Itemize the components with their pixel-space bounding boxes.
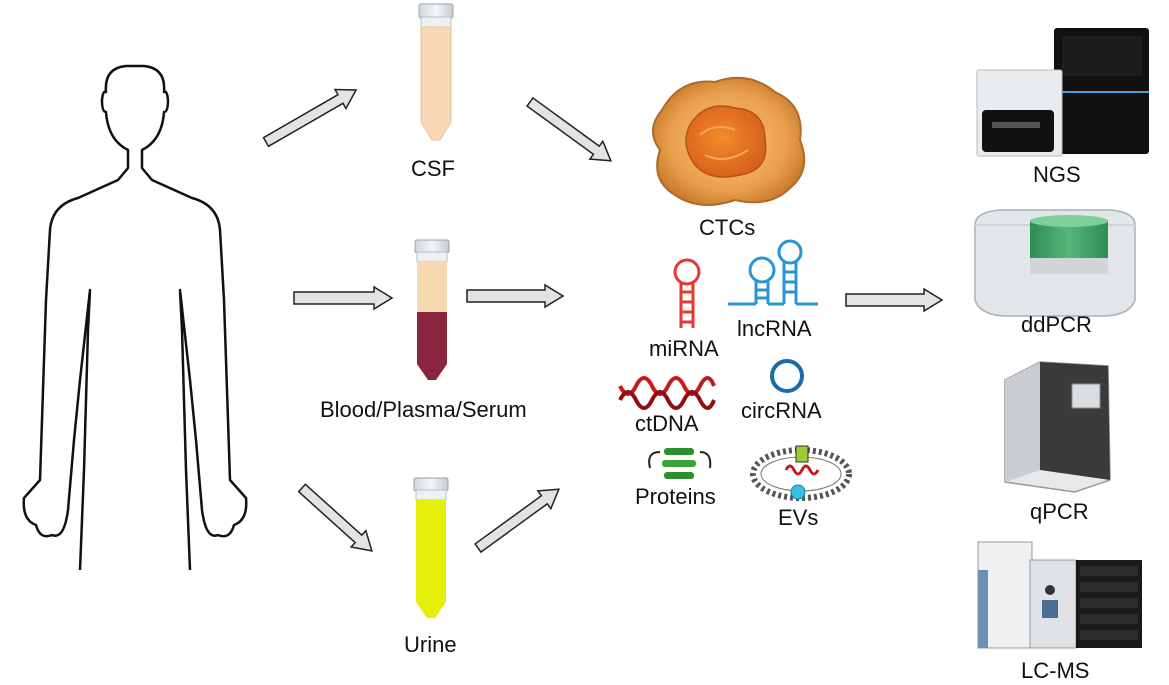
lncrna-label: lncRNA <box>737 316 812 341</box>
arrow-body-to-blood <box>293 285 394 311</box>
arrow-body-to-urine <box>297 483 373 552</box>
evs-label: EVs <box>778 505 819 530</box>
ddpcr-label: ddPCR <box>1021 312 1092 337</box>
ngs-label: NGS <box>1033 162 1081 187</box>
ddpcr-device-icon <box>974 209 1136 317</box>
lcms-label: LC-MS <box>1021 658 1090 683</box>
urine-tube-icon <box>413 477 449 618</box>
human-silhouette-icon <box>22 64 248 571</box>
csf-tube-icon <box>418 3 454 141</box>
arrow-biomarkers-to-methods <box>845 287 944 313</box>
blood-label: Blood/Plasma/Serum <box>320 397 527 422</box>
arrow-body-to-csf <box>262 88 358 148</box>
lcms-instrument-icon <box>977 541 1142 649</box>
arrow-blood-to-biomarkers <box>466 283 565 309</box>
qpcr-label: qPCR <box>1030 499 1089 524</box>
lncrna-icon <box>728 239 818 306</box>
ngs-sequencer-icon <box>976 28 1149 157</box>
ctc-cell-icon <box>652 76 806 206</box>
circrna-label: circRNA <box>741 398 822 423</box>
qpcr-instrument-icon <box>1004 361 1111 493</box>
mirna-label: miRNA <box>649 336 719 361</box>
circrna-icon <box>770 359 804 393</box>
ctdna-label: ctDNA <box>635 411 699 436</box>
urine-label: Urine <box>404 632 457 657</box>
arrow-urine-to-biomarkers <box>474 488 561 554</box>
csf-label: CSF <box>411 156 455 181</box>
proteins-label: Proteins <box>635 484 716 509</box>
protein-icon <box>648 448 712 479</box>
ev-vesicle-icon <box>750 445 852 501</box>
blood-tube-icon <box>414 239 450 380</box>
arrow-csf-to-ctcs <box>526 96 613 162</box>
ctcs-label: CTCs <box>699 215 756 240</box>
ctdna-icon <box>618 376 716 410</box>
mirna-icon <box>673 258 701 328</box>
